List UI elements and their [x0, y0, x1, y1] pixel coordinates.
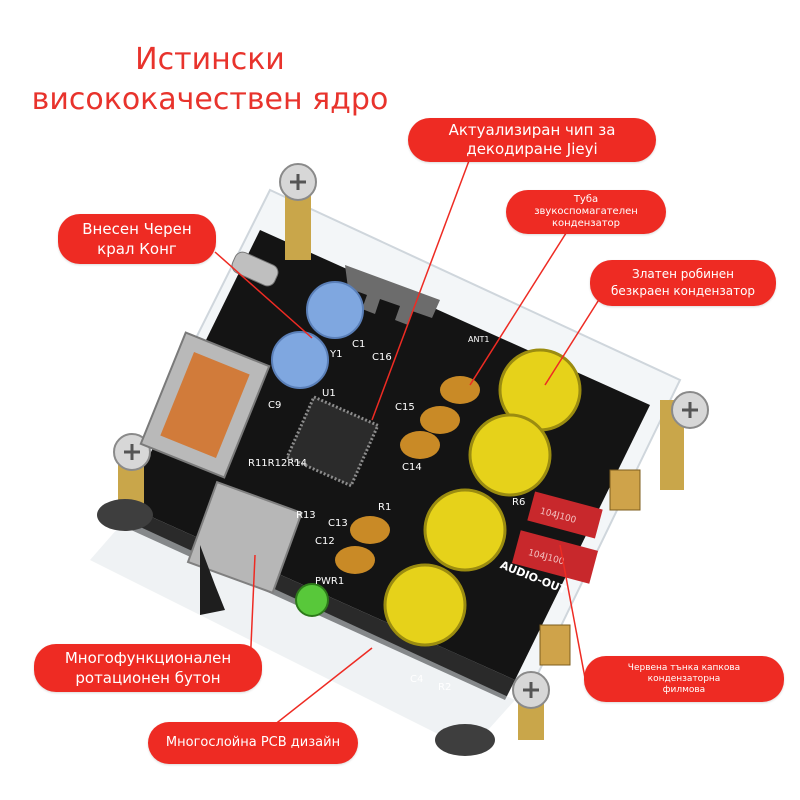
label-c1: C1	[352, 339, 365, 350]
standoff-bottom	[435, 671, 550, 756]
label-r11: R11R12R14	[248, 458, 307, 469]
blue-capacitors	[271, 281, 364, 389]
pcb-board	[125, 230, 650, 680]
label-r2: R2	[438, 682, 451, 693]
label-c15: C15	[395, 402, 415, 413]
callout-multilayer-pcb: Многослойна PCB дизайн	[148, 722, 358, 764]
acrylic-bottom-plate	[90, 520, 515, 750]
label-r6: R6	[512, 497, 525, 508]
callout-tube-capacitor: Туба звукоспомагателен кондензатор	[506, 190, 666, 234]
standoff-right	[660, 391, 709, 490]
label-c14: C14	[402, 462, 422, 473]
label-r13: R13	[296, 510, 316, 521]
callout-black-king-kong: Внесен Черен крал Конг	[58, 214, 216, 264]
label-ant: ANT1	[468, 335, 489, 344]
headline-line-1: Истински	[135, 42, 285, 77]
headline: Истински висококачествен ядро	[30, 40, 390, 120]
standoff-top	[279, 163, 317, 260]
label-c16: C16	[372, 352, 392, 363]
callout-multilayer-pcb-text: Многослойна PCB дизайн	[165, 735, 341, 750]
label-pwr1: PWR1	[315, 576, 344, 587]
callout-red-film-capacitor: Червена тънка капкова кондензаторна филм…	[584, 656, 784, 702]
label-c12: C12	[315, 536, 335, 547]
callout-rotary-knob-text: Многофункционален ротационен бутон	[64, 649, 232, 687]
callout-tube-capacitor-text: Туба звукоспомагателен кондензатор	[534, 194, 638, 229]
label-c13: C13	[328, 518, 348, 529]
callout-decoder-chip-text: Актуализиран чип за декодиране Jieyi	[448, 121, 616, 158]
label-y1: Y1	[329, 349, 342, 360]
callout-golden-ruby-capacitor-text: Златен робинен безкраен кондензатор	[610, 267, 756, 298]
callout-decoder-chip: Актуализиран чип за декодиране Jieyi	[408, 118, 656, 162]
callout-rotary-knob: Многофункционален ротационен бутон	[34, 644, 262, 692]
usb-a-port	[139, 331, 271, 479]
rotary-knob	[186, 480, 303, 615]
decoder-chip	[285, 394, 380, 488]
callout-black-king-kong-text: Внесен Черен крал Конг	[82, 220, 192, 258]
callout-red-film-capacitor-text: Червена тънка капкова кондензаторна филм…	[627, 662, 741, 695]
label-r1: R1	[378, 502, 391, 513]
label-c9: C9	[268, 400, 281, 411]
headline-line-2: висококачествен ядро	[31, 82, 389, 117]
power-led	[295, 583, 329, 617]
label-u1: U1	[322, 388, 336, 399]
callout-golden-ruby-capacitor: Златен робинен безкраен кондензатор	[590, 260, 776, 306]
label-c4: C4	[410, 674, 423, 685]
